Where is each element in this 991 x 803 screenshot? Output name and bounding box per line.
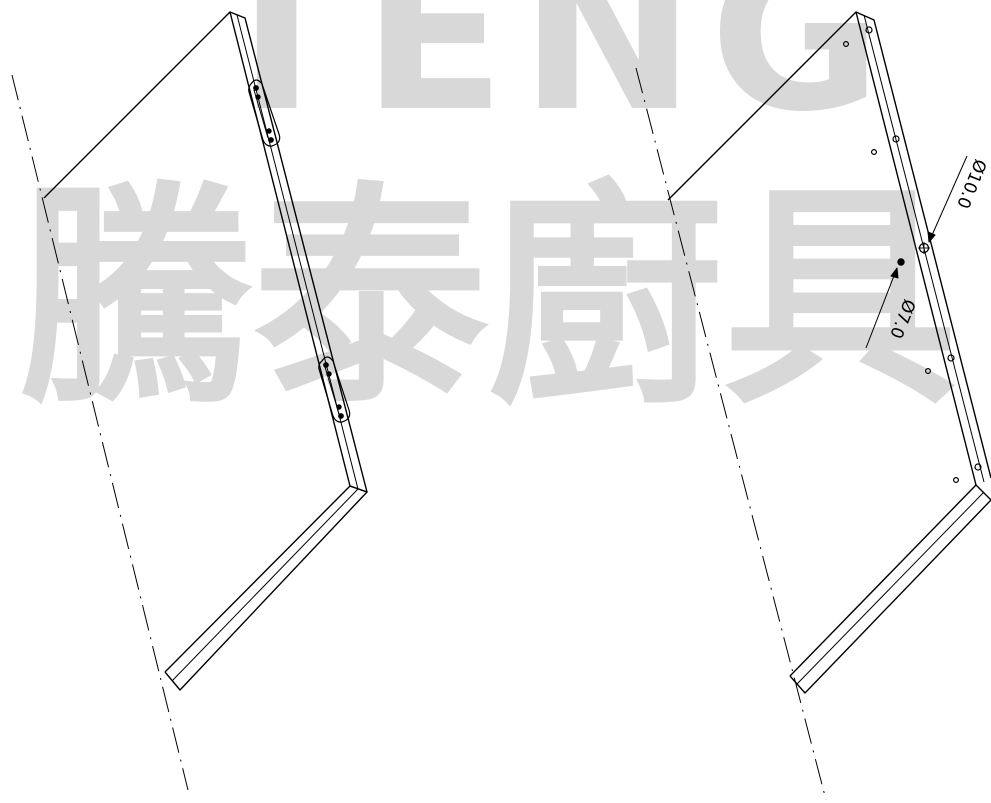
hole: [947, 354, 955, 362]
right-panel-bottom-inner: [796, 491, 985, 685]
hole: [842, 40, 849, 47]
hole: [924, 368, 931, 375]
right-centerline: [635, 67, 827, 801]
large-hole-marker: [918, 242, 930, 254]
left-panel-view: [11, 11, 368, 791]
large-hole-leader: [927, 155, 968, 243]
hole: [892, 135, 900, 143]
edge-holes: [865, 26, 982, 471]
right-panel-view: [635, 11, 991, 801]
lower-slot-bracket: [318, 356, 351, 423]
left-centerline: [11, 74, 189, 791]
hole: [952, 477, 959, 484]
upper-slot-bracket: [248, 79, 281, 147]
hole: [870, 149, 877, 156]
watermark-chinese-text: 騰泰廚具: [18, 163, 958, 436]
right-panel-top-edge: [855, 11, 991, 479]
hole: [974, 463, 982, 471]
watermark: TENG TA 騰泰廚具: [18, 0, 991, 436]
face-holes: [842, 40, 959, 484]
left-panel-bottom-inner: [171, 488, 359, 682]
hole: [865, 26, 873, 34]
left-panel-face: [43, 11, 351, 673]
small-hole-marker: [897, 258, 905, 266]
small-hole-leader: [865, 267, 899, 349]
left-panel-bottom-edge: [164, 485, 368, 691]
right-panel-face: [667, 11, 977, 677]
